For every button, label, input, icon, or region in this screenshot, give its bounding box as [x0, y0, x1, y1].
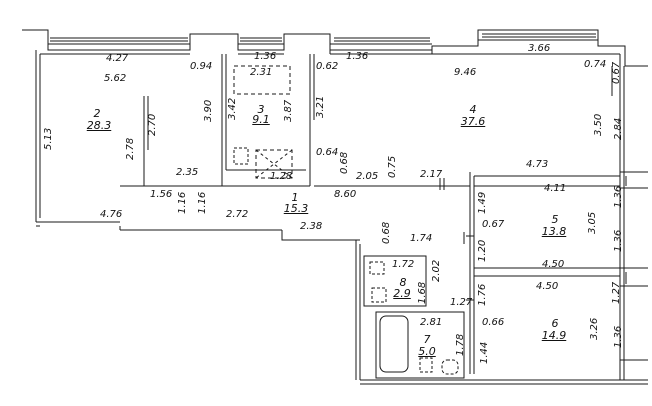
- dim-label: 1.36: [254, 51, 277, 62]
- dim-label: 3.26: [589, 317, 600, 340]
- dim-label: 0.66: [482, 317, 505, 328]
- dim-label: 2.35: [176, 167, 199, 178]
- dim-label: 2.81: [420, 317, 443, 328]
- dim-label: 1.27: [611, 281, 622, 304]
- dim-label: 5.13: [43, 127, 54, 150]
- dim-label: 3.87: [283, 99, 294, 122]
- dim-label: 3.90: [203, 99, 214, 122]
- room-2-area: 28.3: [86, 119, 112, 132]
- dim-label: 0.68: [381, 221, 392, 244]
- dim-label: 5.62: [104, 73, 127, 84]
- dim-label: 4.73: [526, 159, 549, 170]
- dim-label: 0.67: [611, 61, 622, 84]
- dim-label: 1.49: [477, 191, 488, 214]
- dim-label: 3.05: [587, 211, 598, 234]
- dim-label: 3.42: [227, 97, 238, 120]
- dim-label: 0.74: [584, 59, 607, 70]
- dim-label: 1.72: [392, 259, 415, 270]
- room-4-number: 4: [469, 103, 477, 116]
- room-5-area: 13.8: [541, 225, 567, 238]
- dim-label: 1.44: [479, 341, 490, 364]
- room-3-area: 9.1: [252, 113, 270, 126]
- dim-label: 2.38: [300, 221, 323, 232]
- dim-label: 4.11: [544, 183, 567, 194]
- dim-label: 3.66: [528, 43, 551, 54]
- dim-label: 0.75: [387, 155, 398, 178]
- dim-label: 1.28: [270, 171, 293, 182]
- dim-label: 1.27: [450, 297, 473, 308]
- dim-label: 3.21: [315, 95, 326, 118]
- room-3-number: 3: [257, 103, 265, 116]
- dim-label: 1.36: [613, 229, 624, 252]
- dim-label: 1.56: [150, 189, 173, 200]
- room-4-area: 37.6: [460, 115, 486, 128]
- dim-label: 1.36: [613, 325, 624, 348]
- dim-label: 4.50: [542, 259, 565, 270]
- dim-label: 2.17: [420, 169, 443, 180]
- dim-label: 1.74: [410, 233, 433, 244]
- room-7-area: 5.0: [418, 345, 436, 358]
- dim-label: 1.76: [477, 283, 488, 306]
- dim-label: 1.68: [417, 281, 428, 304]
- dim-label: 0.62: [316, 61, 339, 72]
- room-7-number: 7: [423, 333, 431, 346]
- dim-label: 0.94: [190, 61, 213, 72]
- room-8-area: 2.9: [393, 287, 411, 300]
- dim-label: 4.27: [106, 53, 129, 64]
- room-5-number: 5: [551, 213, 559, 226]
- dim-label: 1.78: [455, 333, 466, 356]
- dim-label: 1.36: [346, 51, 369, 62]
- dim-label: 1.16: [197, 191, 208, 214]
- room-1-area: 15.3: [283, 202, 309, 215]
- dim-label: 0.64: [316, 147, 339, 158]
- room-6-area: 14.9: [541, 329, 567, 342]
- dim-label: 2.78: [125, 137, 136, 160]
- dim-label: 1.16: [177, 191, 188, 214]
- dim-label: 2.84: [613, 117, 624, 140]
- dim-label: 4.50: [536, 281, 559, 292]
- dim-label: 2.72: [226, 209, 249, 220]
- room-1-number: 1: [291, 191, 299, 204]
- dim-label: 0.68: [339, 151, 350, 174]
- dim-label: 2.31: [250, 67, 273, 78]
- room-2-number: 2: [93, 107, 101, 120]
- dim-label: 2.02: [431, 259, 442, 282]
- dim-label: 1.36: [613, 185, 624, 208]
- dim-label: 4.76: [100, 209, 123, 220]
- dim-label: 3.50: [593, 113, 604, 136]
- dim-label: 9.46: [454, 67, 477, 78]
- room-6-number: 6: [551, 317, 559, 330]
- room-8-number: 8: [399, 276, 407, 289]
- dim-label: 2.05: [356, 171, 379, 182]
- dim-label: 2.70: [147, 113, 158, 136]
- dim-label: 8.60: [334, 189, 357, 200]
- dim-label: 0.67: [482, 219, 505, 230]
- dim-label: 1.20: [477, 239, 488, 262]
